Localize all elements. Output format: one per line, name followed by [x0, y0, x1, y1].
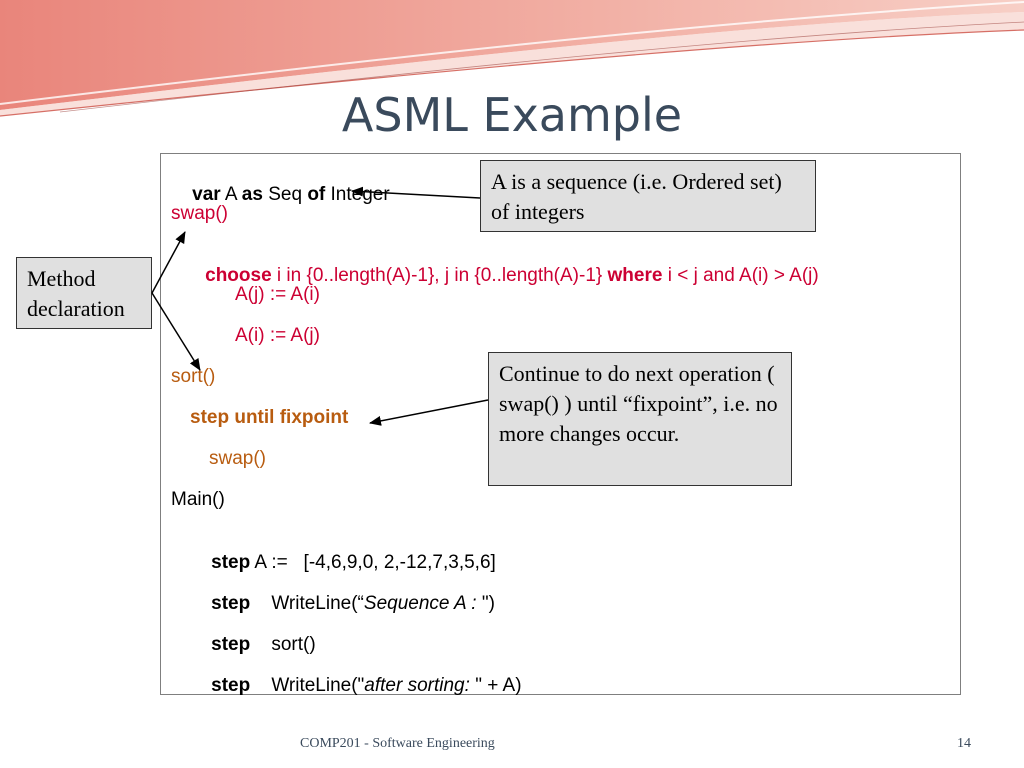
arrow-to-sort	[151, 292, 201, 371]
callout-sequence: A is a sequence (i.e. Ordered set) of in…	[480, 160, 816, 232]
keyword-as: as	[241, 184, 263, 205]
writeline-close: ")	[481, 593, 495, 614]
code-line-step-until-fixpoint: step until fixpoint	[190, 407, 349, 428]
code-line-step-assign: step A := [-4,6,9,0, 2,-12,7,3,5,6]	[190, 530, 496, 596]
code-line-sort-decl: sort()	[171, 366, 216, 387]
code-line-choose: choose i in {0..length(A)-1}, j in {0..l…	[184, 243, 819, 309]
code-line-assign-j: A(j) := A(i)	[235, 284, 320, 305]
identifier-a: A	[220, 184, 242, 205]
writeline-open: WriteLine(“	[250, 593, 364, 614]
arrow-to-fixpoint	[369, 399, 489, 426]
code-line-declaration: var A as Seq of Integer	[171, 162, 390, 228]
callout-fixpoint: Continue to do next operation ( swap() )…	[488, 352, 792, 486]
keyword-step: step	[211, 552, 251, 573]
keyword-choose: choose	[205, 265, 272, 286]
code-line-assign-i: A(i) := A(j)	[235, 325, 320, 346]
keyword-step: step	[211, 593, 251, 614]
code-line-swap-decl: swap()	[171, 203, 229, 224]
callout-method-declaration: Method declaration	[16, 257, 152, 329]
page-number: 14	[957, 736, 971, 751]
keyword-step: step	[211, 675, 251, 696]
slide-title: ASML Example	[341, 88, 683, 142]
code-line-step-sort: step sort()	[190, 612, 316, 678]
code-line-step-writeline-1: step WriteLine(“Sequence A : ")	[190, 571, 495, 637]
keyword-step: step	[211, 634, 251, 655]
header-decoration	[0, 0, 1024, 117]
keyword-of: of	[307, 184, 326, 205]
writeline-close: " + A)	[475, 675, 522, 696]
writeline-string: after sorting:	[364, 675, 476, 696]
sort-call: sort()	[250, 634, 316, 655]
code-line-swap-call: swap()	[209, 448, 267, 469]
arrow-to-declaration	[351, 186, 481, 199]
keyword-var: var	[192, 184, 221, 205]
arrow-to-swap	[151, 231, 186, 294]
array-literal: A := [-4,6,9,0, 2,-12,7,3,5,6]	[250, 552, 496, 573]
footer-course: COMP201 - Software Engineering	[300, 736, 495, 751]
code-line-main-decl: Main()	[171, 489, 225, 510]
code-line-step-writeline-2: step WriteLine("after sorting: " + A)	[190, 653, 522, 719]
keyword-where: where	[607, 265, 663, 286]
choose-condition: i < j and A(i) > A(j)	[662, 265, 819, 286]
writeline-open: WriteLine("	[250, 675, 365, 696]
writeline-string: Sequence A :	[363, 593, 482, 614]
type-seq: Seq	[262, 184, 308, 205]
choose-range: i in {0..length(A)-1}, j in {0..length(A…	[271, 265, 608, 286]
